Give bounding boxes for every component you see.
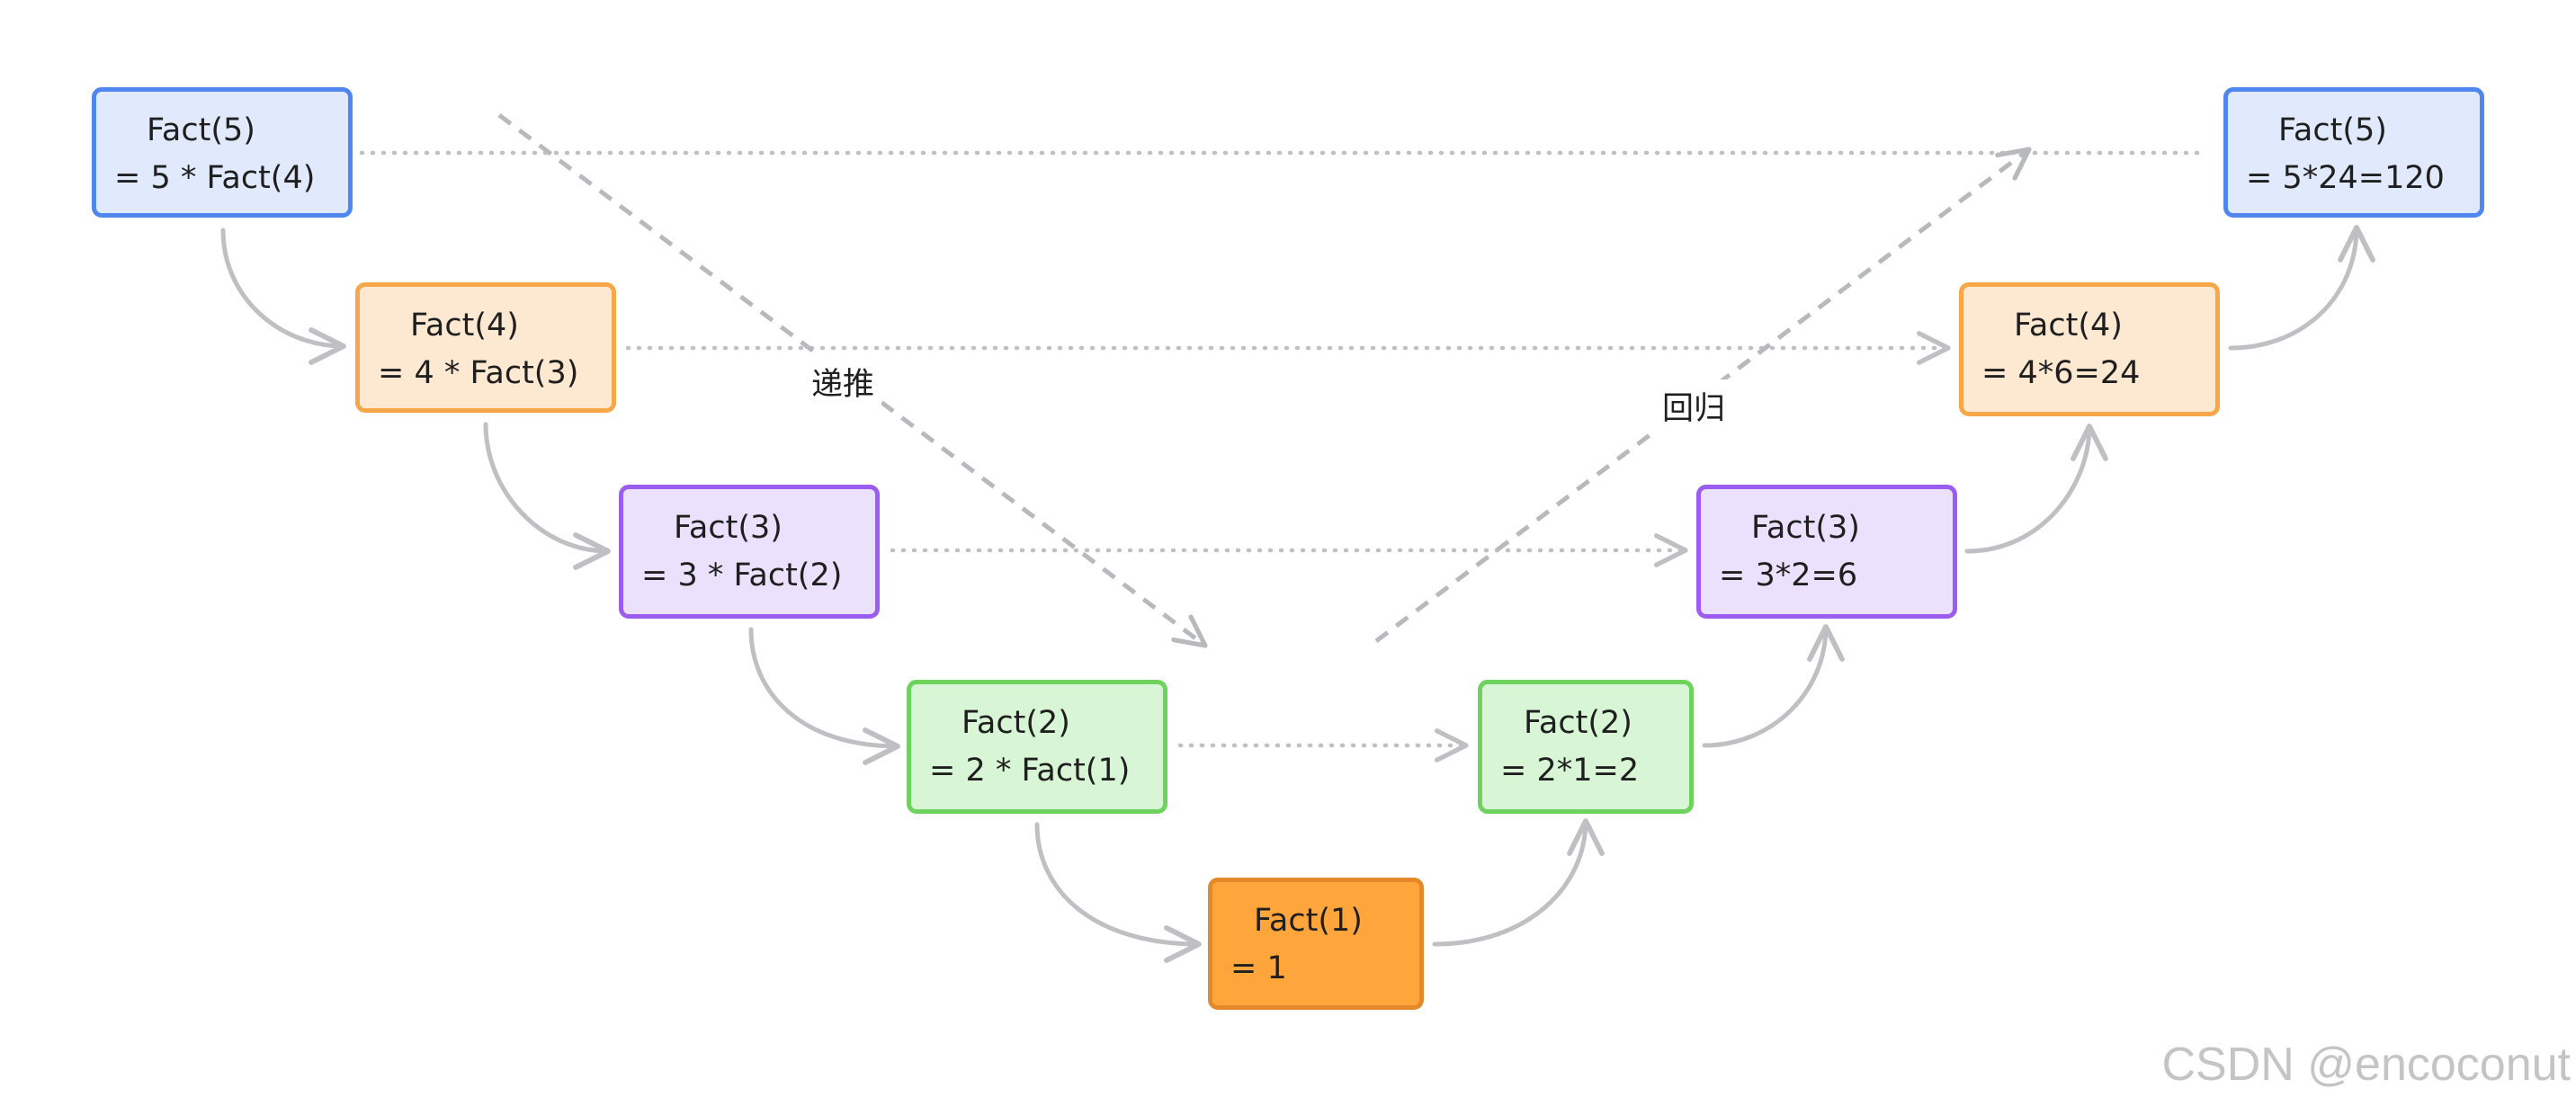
node-left-fact5-line2: = 5 * Fact(4) [114, 160, 316, 196]
node-left-fact2-line1: Fact(2) [962, 705, 1070, 741]
node-base-fact1-line1: Fact(1) [1254, 903, 1363, 939]
node-right-fact5: Fact(5) = 5*24=120 [2223, 87, 2484, 218]
node-right-fact2-line2: = 2*1=2 [1500, 753, 1640, 789]
node-left-fact5: Fact(5) = 5 * Fact(4) [92, 87, 353, 218]
connector-base-right2 [1432, 818, 1605, 947]
node-left-fact5-line1: Fact(5) [147, 112, 255, 148]
node-right-fact5-line1: Fact(5) [2278, 112, 2387, 148]
node-left-fact3-line2: = 3 * Fact(2) [641, 557, 843, 593]
node-right-fact4: Fact(4) = 4*6=24 [1959, 282, 2220, 416]
node-right-fact4-line1: Fact(4) [2014, 308, 2123, 343]
connector-left5-left4 [220, 227, 346, 365]
node-base-fact1-line2: = 1 [1230, 950, 1287, 986]
connector-right2-right3 [1702, 624, 1845, 748]
dotted-level-links [359, 150, 2206, 763]
node-right-fact3: Fact(3) = 3*2=6 [1696, 485, 1957, 619]
node-right-fact2: Fact(2) = 2*1=2 [1478, 680, 1694, 814]
node-left-fact4: Fact(4) = 4 * Fact(3) [355, 282, 616, 413]
watermark: CSDN @encoconut [2161, 1039, 2571, 1091]
node-base-fact1: Fact(1) = 1 [1208, 878, 1424, 1010]
node-right-fact3-line2: = 3*2=6 [1719, 557, 1858, 593]
connector-left4-left3 [483, 422, 611, 570]
node-right-fact5-line2: = 5*24=120 [2246, 160, 2445, 196]
curved-connectors [220, 225, 2375, 963]
node-left-fact3-line1: Fact(3) [674, 510, 783, 546]
connector-right4-right5 [2228, 225, 2375, 351]
node-left-fact2-line2: = 2 * Fact(1) [929, 753, 1131, 789]
node-left-fact4-line2: = 4 * Fact(3) [378, 355, 579, 391]
label-forward: 递推 [804, 355, 882, 408]
node-left-fact3: Fact(3) = 3 * Fact(2) [619, 485, 880, 619]
connector-left3-left2 [748, 627, 900, 765]
connector-right3-right4 [1964, 424, 2108, 554]
connector-left2-base [1034, 822, 1202, 963]
node-left-fact2: Fact(2) = 2 * Fact(1) [907, 680, 1167, 814]
node-right-fact2-line1: Fact(2) [1524, 705, 1632, 741]
label-backward: 回归 [1655, 379, 1733, 433]
node-right-fact4-line2: = 4*6=24 [1981, 355, 2141, 391]
node-left-fact4-line1: Fact(4) [410, 308, 519, 343]
node-right-fact3-line1: Fact(3) [1751, 510, 1860, 546]
